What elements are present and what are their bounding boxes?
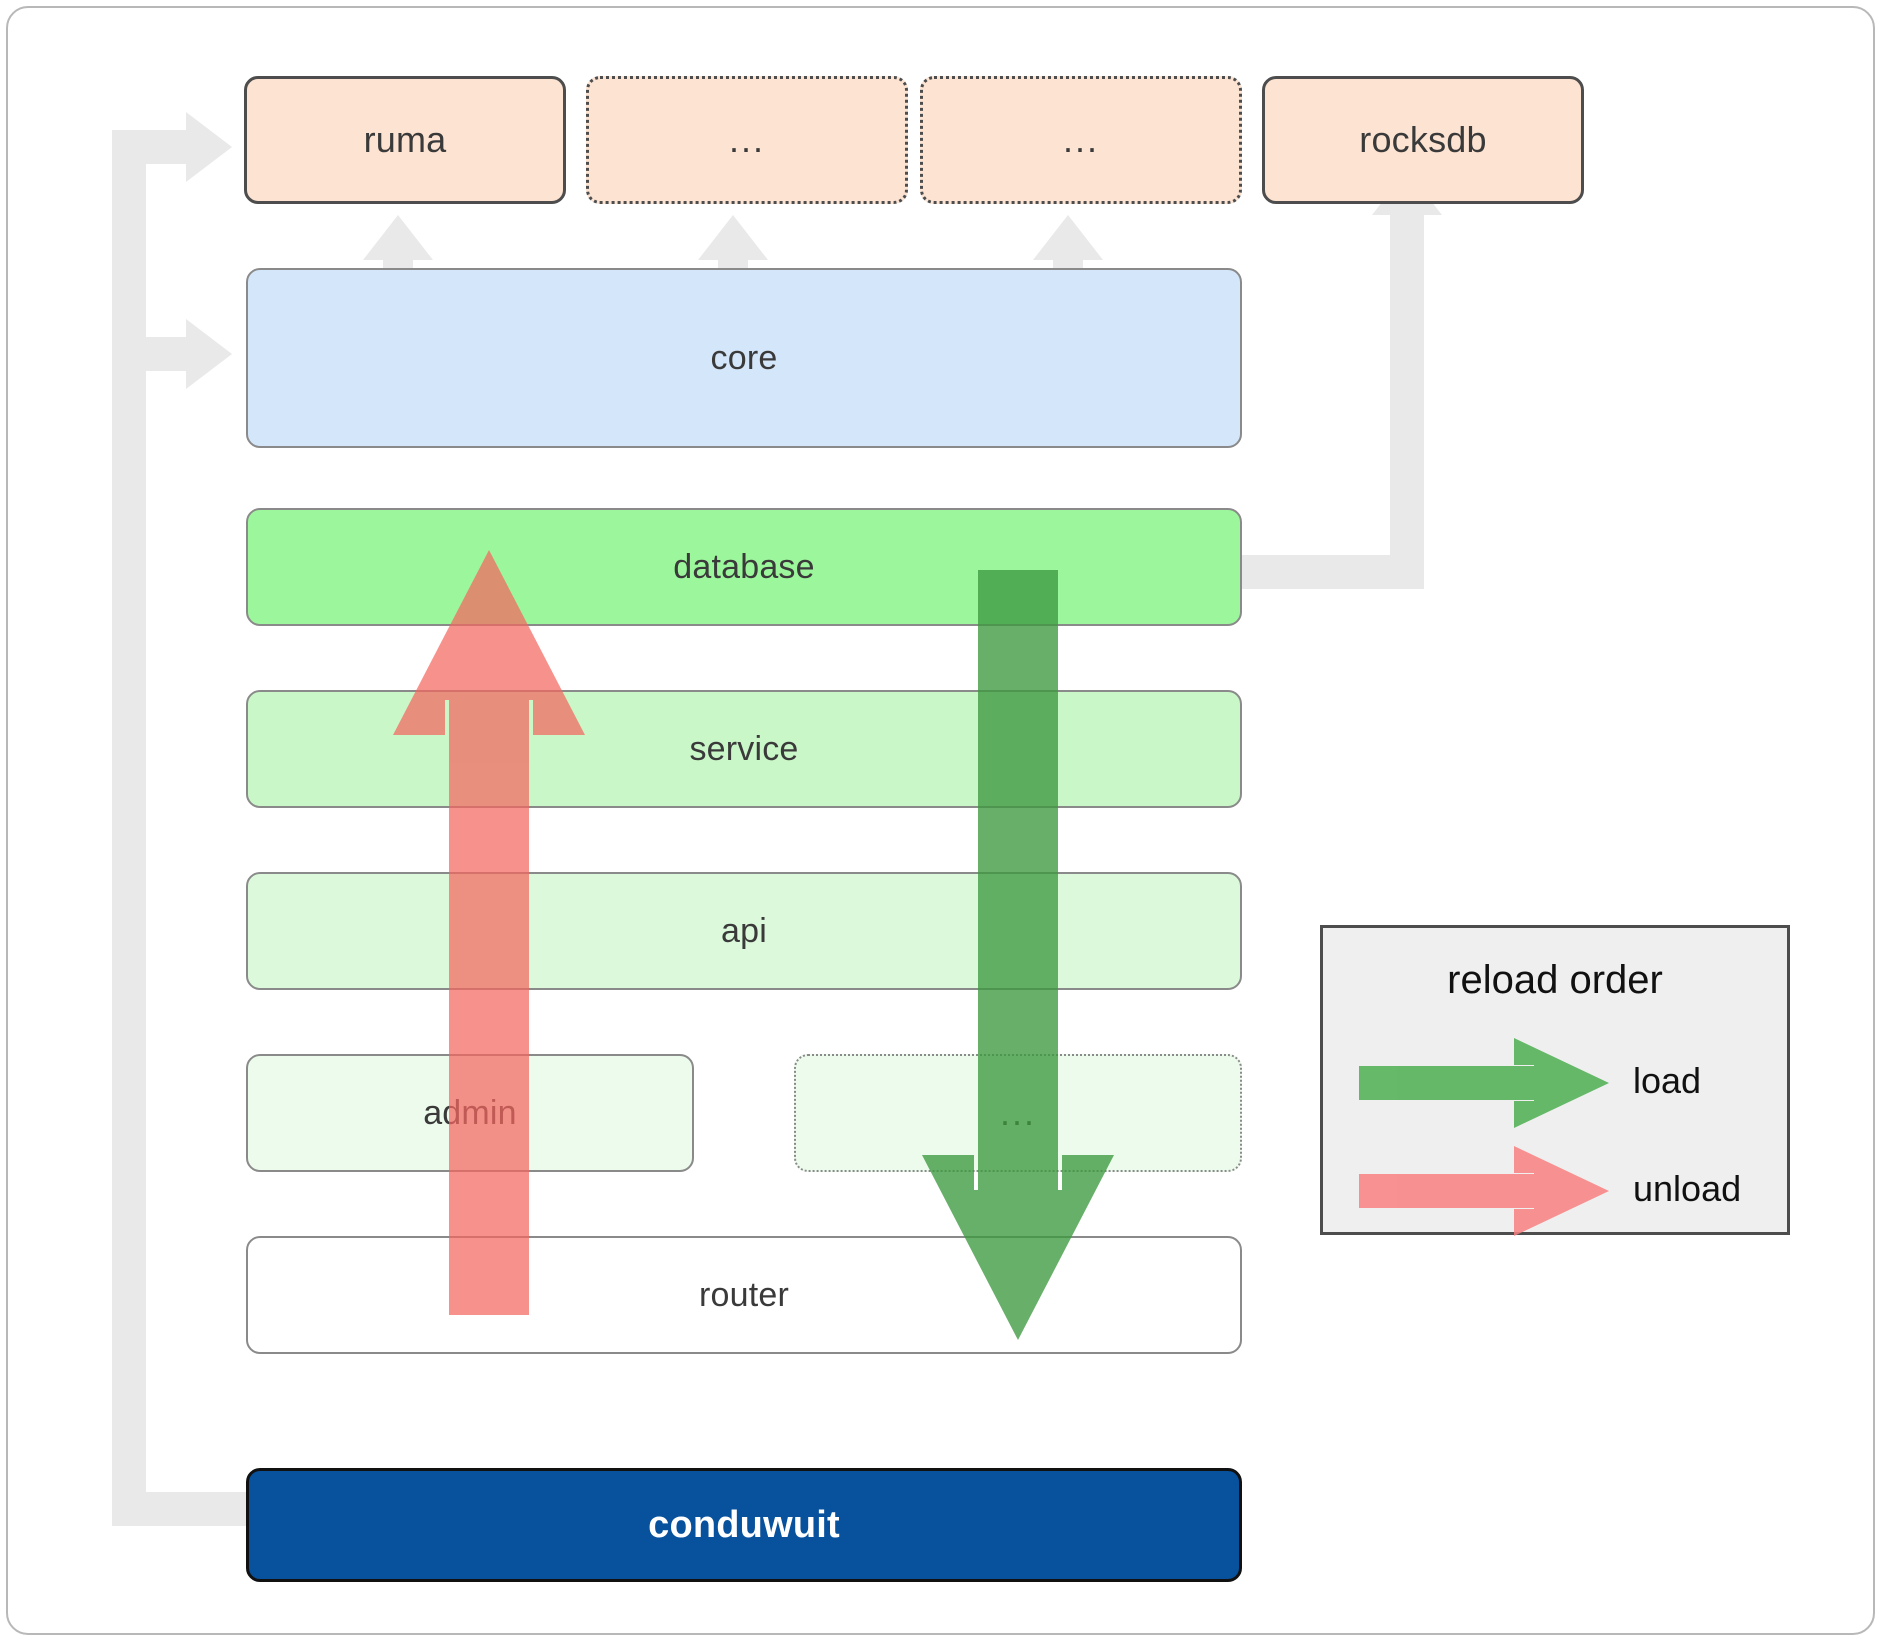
layer-box-api[interactable]: api <box>246 872 1242 990</box>
layer-label: api <box>721 911 767 950</box>
dependency-label: ruma <box>363 119 447 160</box>
dependency-box-ellipsis-1[interactable]: ... <box>586 76 908 204</box>
dependency-label: ... <box>728 119 765 160</box>
diagram-frame <box>6 6 1875 1635</box>
legend-title: reload order <box>1447 958 1663 1002</box>
layer-box-service[interactable]: service <box>246 690 1242 808</box>
layer-box-core[interactable]: core <box>246 268 1242 448</box>
layer-box-router[interactable]: router <box>246 1236 1242 1354</box>
dependency-label: ... <box>1062 119 1099 160</box>
legend-panel: reload order load unload <box>1320 925 1790 1236</box>
layer-label: ... <box>999 1092 1036 1133</box>
dependency-box-ruma[interactable]: ruma <box>244 76 566 204</box>
layer-label: router <box>698 1275 790 1314</box>
layer-label: admin <box>423 1093 517 1132</box>
legend-label-load: load <box>1633 1060 1702 1101</box>
dependency-box-rocksdb[interactable]: rocksdb <box>1262 76 1584 204</box>
binary-box-conduwuit[interactable]: conduwuit <box>246 1468 1242 1582</box>
dependency-label: rocksdb <box>1359 119 1487 160</box>
layer-label: database <box>673 547 815 586</box>
legend-label-unload: unload <box>1633 1168 1742 1209</box>
binary-label: conduwuit <box>648 1503 840 1546</box>
layer-box-extra[interactable]: ... <box>794 1054 1242 1172</box>
legend-unload-arrow-icon <box>1359 1146 1609 1236</box>
legend-load-arrow-icon <box>1359 1038 1609 1128</box>
layer-label: service <box>689 729 799 768</box>
layer-label: core <box>710 338 778 377</box>
layer-box-admin[interactable]: admin <box>246 1054 694 1172</box>
layer-box-database[interactable]: database <box>246 508 1242 626</box>
dependency-box-ellipsis-2[interactable]: ... <box>920 76 1242 204</box>
